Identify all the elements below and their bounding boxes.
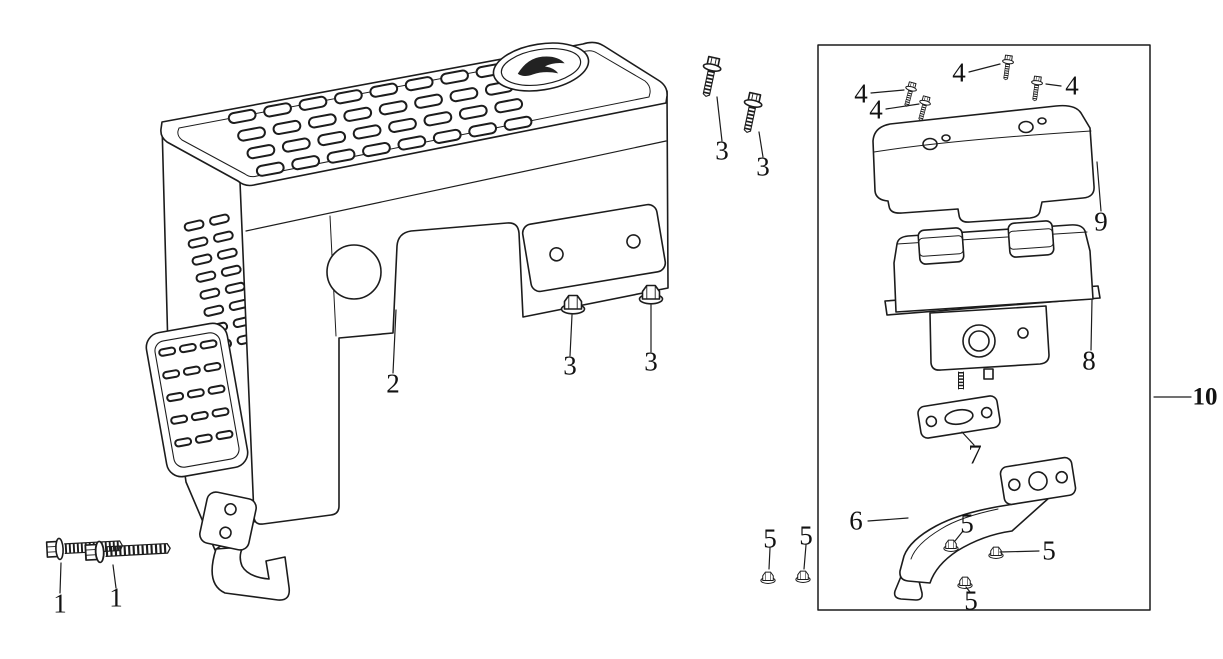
engine-fan-cover [145, 41, 669, 601]
part-callout-2: 2 [386, 368, 400, 399]
muffler-heat-shield [872, 104, 1095, 223]
part-callout-5: 5 [763, 523, 777, 554]
recess-hole [326, 244, 382, 300]
stud-bolt [958, 371, 964, 390]
part-callout-10: 10 [1192, 383, 1218, 411]
front-fold-line [245, 140, 667, 232]
muffler-outlet-flange [929, 305, 1050, 371]
brand-emblem [492, 42, 590, 92]
part-callout-4: 4 [854, 78, 868, 109]
muffler-body [884, 220, 1101, 390]
part-callout-4: 4 [869, 94, 883, 125]
part-callout-7: 7 [968, 439, 982, 470]
part-callout-1: 1 [109, 582, 123, 613]
lower-bracket-plate [199, 491, 257, 551]
part-callout-5: 5 [799, 520, 813, 551]
part-callout-3: 3 [715, 135, 729, 166]
part-callout-8: 8 [1082, 345, 1096, 376]
pipe-flange [999, 456, 1077, 506]
muffler-strap-right [1007, 220, 1055, 258]
assembly-boundary-box [817, 44, 1151, 611]
part-callout-4: 4 [952, 57, 966, 88]
bottom-hook [211, 546, 291, 601]
cover-front-panel [239, 90, 669, 525]
top-face-inner-line [177, 50, 651, 178]
pipe-body [899, 496, 1051, 584]
exhaust-gasket [917, 395, 1001, 439]
part-callout-3: 3 [563, 350, 577, 381]
part-callout-4: 4 [1065, 70, 1079, 101]
part-callout-3: 3 [756, 151, 770, 182]
part-callout-3: 3 [644, 346, 658, 377]
part-callout-5: 5 [960, 508, 974, 539]
side-louver-panel [145, 322, 249, 478]
exhaust-pipe [893, 456, 1077, 601]
part-callout-1: 1 [53, 588, 67, 619]
leader-lines [59, 63, 1192, 594]
mounting-plate [521, 203, 667, 293]
eagle-logo [517, 56, 565, 76]
part-callout-9: 9 [1094, 206, 1108, 237]
part-callout-5: 5 [964, 585, 978, 616]
part-callout-5: 5 [1042, 535, 1056, 566]
part-callout-6: 6 [849, 505, 863, 536]
muffler-strap-left [917, 227, 965, 265]
